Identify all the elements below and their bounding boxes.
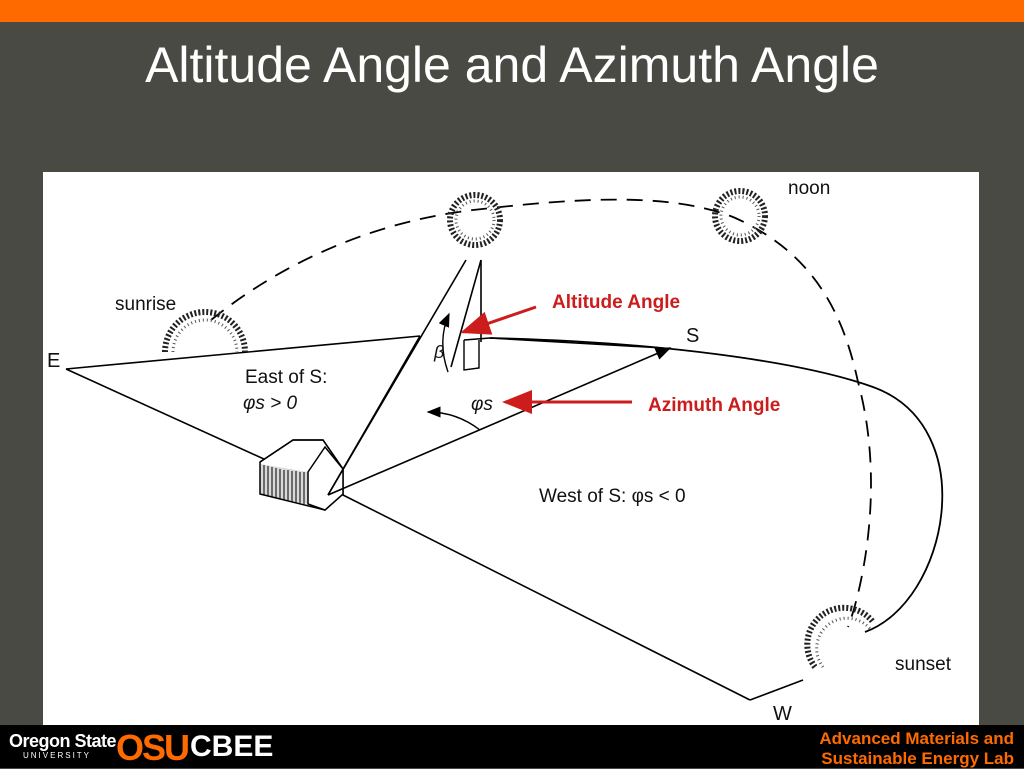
altitude-arc	[438, 312, 450, 373]
diagram-drawing	[65, 188, 944, 701]
house-icon	[259, 439, 344, 511]
sun-midmorning-position	[447, 192, 503, 248]
ray-to-south	[327, 347, 672, 496]
sunrise-label: sunrise	[115, 294, 177, 315]
sun-ray-upper	[450, 259, 482, 368]
oregon-state-wordmark: Oregon State	[9, 731, 117, 751]
sun-ground-track	[489, 337, 944, 633]
azimuth-angle-callout: Azimuth Angle	[648, 395, 781, 416]
sun-sunrise-position	[162, 309, 248, 353]
east-label: E	[47, 350, 61, 372]
sun-sunset-position	[804, 604, 876, 669]
altitude-angle-callout: Altitude Angle	[552, 292, 681, 313]
sunset-label: sunset	[895, 654, 951, 675]
sun-path-arc	[210, 198, 872, 628]
cbee-label: CBEE	[190, 730, 274, 763]
altitude-callout-arrow	[460, 305, 537, 335]
beta-symbol: β	[434, 342, 445, 362]
azimuth-arc	[426, 406, 481, 431]
west-label: W	[773, 703, 792, 725]
sun-noon-position	[712, 188, 768, 244]
university-subtitle: UNIVERSITY	[23, 751, 92, 760]
phi-s-symbol: φs	[471, 394, 493, 415]
south-label: S	[686, 325, 700, 347]
sun-path-diagram: sunrise noon sunset E S W β East of S: φ…	[43, 172, 979, 725]
east-of-s-label: East of S:	[245, 367, 328, 388]
west-ground-line	[65, 368, 751, 701]
slide-title: Altitude Angle and Azimuth Angle	[145, 37, 879, 93]
lab-name-line2: Sustainable Energy Lab	[821, 749, 1014, 768]
lab-name-line1: Advanced Materials and	[819, 729, 1014, 748]
ray-to-projection	[327, 335, 421, 496]
lab-name: Advanced Materials and Sustainable Energ…	[774, 729, 1014, 769]
top-accent-bar	[0, 0, 1024, 22]
noon-label: noon	[788, 178, 831, 199]
osu-logo: OSU	[116, 727, 190, 768]
footer-bar	[0, 725, 1024, 768]
west-of-s-label: West of S: φs < 0	[539, 486, 686, 507]
east-condition: φs > 0	[243, 393, 298, 414]
east-ground-line	[65, 335, 421, 370]
